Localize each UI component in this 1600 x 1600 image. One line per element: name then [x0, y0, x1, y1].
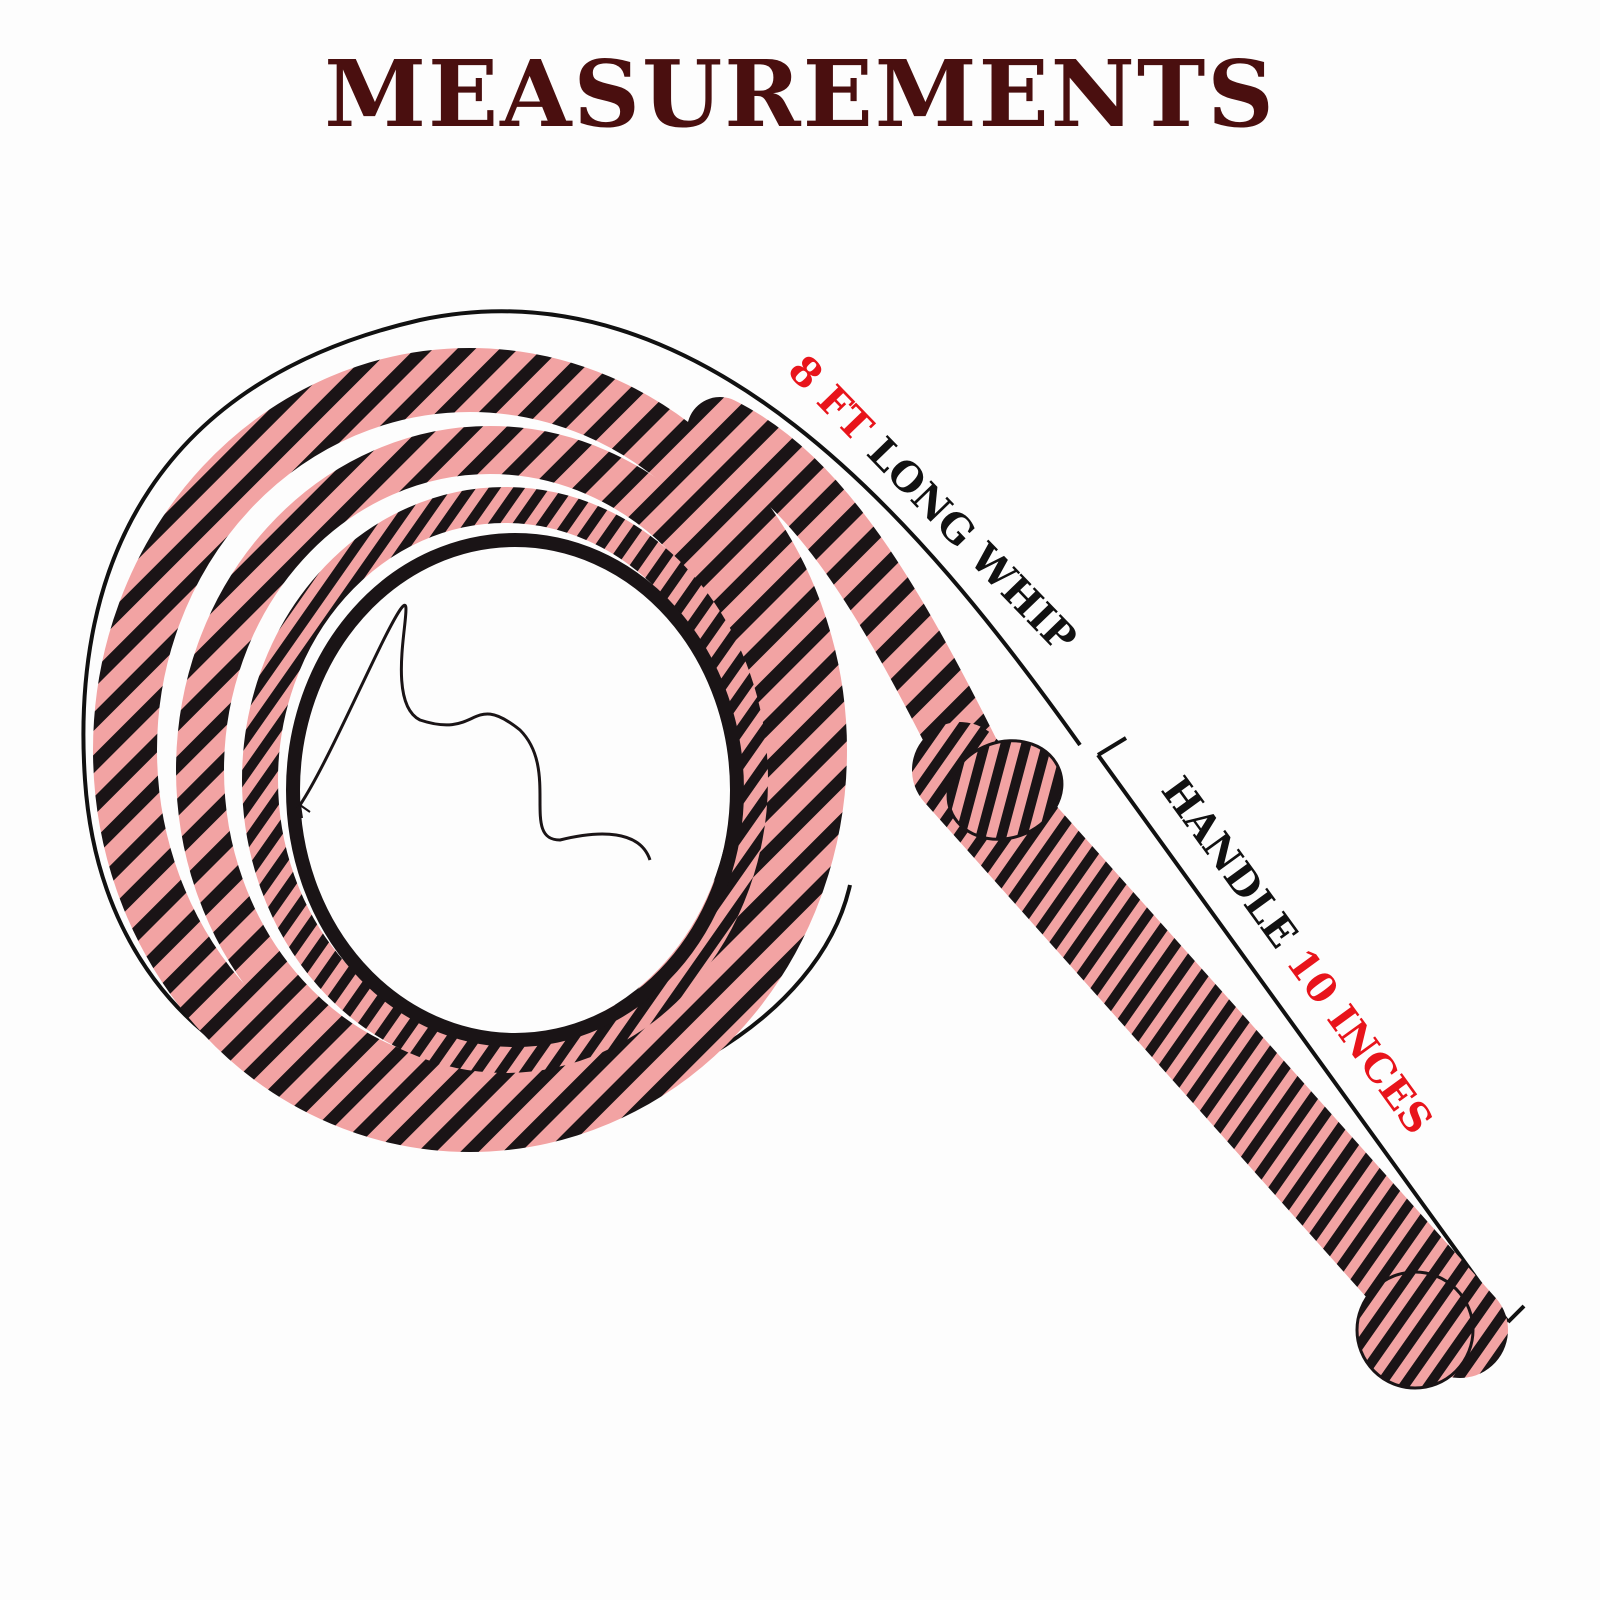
whip-length-value: 8 FT [779, 346, 882, 451]
whip-coil [93, 348, 1003, 1152]
handle-length-text: HANDLE [1152, 768, 1315, 968]
whip-handle [912, 722, 1508, 1390]
whip-cracker [298, 603, 652, 861]
page-title: MEASUREMENTS [324, 40, 1276, 148]
handle-length-measure-line [1096, 736, 1526, 1324]
